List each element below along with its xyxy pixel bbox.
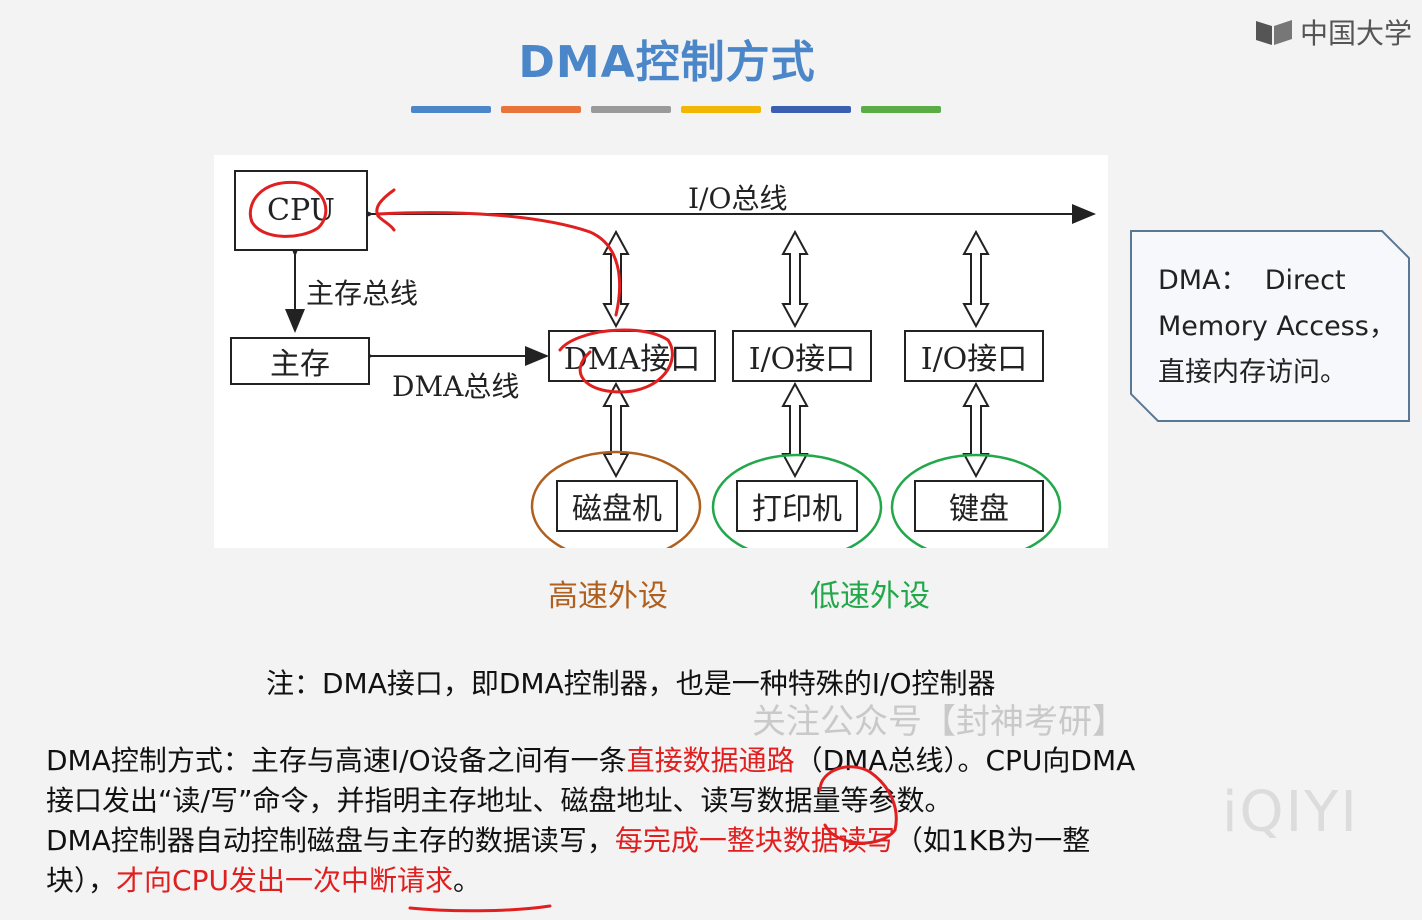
high-speed-ellipse xyxy=(530,450,702,548)
memory-bus-label: 主存总线 xyxy=(306,277,419,310)
low-speed-ellipse-1 xyxy=(711,453,883,548)
high-speed-label: 高速外设 xyxy=(548,579,668,614)
dma-up-arrow xyxy=(602,229,630,329)
mooc-logo-icon xyxy=(1256,20,1292,45)
highlight-span: 每完成一整块数据读写 xyxy=(614,824,895,857)
accent-bars xyxy=(411,106,941,113)
accent-bar xyxy=(681,106,761,113)
slide-title: DMA控制方式 xyxy=(518,37,816,88)
low-speed-label: 低速外设 xyxy=(810,579,930,614)
iqiyi-watermark: iQIYI xyxy=(1222,780,1359,845)
dma-interface-box: DMA接口 xyxy=(548,330,716,382)
text-span: （DMA总线）。CPU向DMA xyxy=(794,744,1136,777)
callout-line-3: 直接内存访问。 xyxy=(1158,357,1347,388)
diagram-lines xyxy=(285,204,1096,548)
paragraph-line-1: DMA控制方式：主存与高速I/O设备之间有一条直接数据通路（DMA总线）。CPU… xyxy=(46,741,1336,781)
keyboard-box: 键盘 xyxy=(914,480,1044,532)
text-span: （如1KB为一整 xyxy=(894,824,1091,857)
cpu-box: CPU xyxy=(234,170,368,251)
text-span: DMA控制器自动控制磁盘与主存的数据读写， xyxy=(46,824,615,857)
text-span: 接口发出“读/写”命令，并指明主存地址、磁盘地址、读写数据量等参数。 xyxy=(46,784,953,817)
accent-bar xyxy=(591,106,671,113)
io-bus-label: I/O总线 xyxy=(688,182,788,215)
accent-bar xyxy=(501,106,581,113)
paragraph-line-4: 块），才向CPU发出一次中断请求。 xyxy=(46,861,1336,901)
text-span: 。 xyxy=(452,864,481,897)
underline-stroke xyxy=(408,904,552,913)
paragraph-line-2: 接口发出“读/写”命令，并指明主存地址、磁盘地址、读写数据量等参数。 xyxy=(46,781,1336,821)
accent-bar xyxy=(861,106,941,113)
highlight-span: 才向CPU发出一次中断请求 xyxy=(116,864,453,897)
accent-bar xyxy=(411,106,491,113)
paragraph-line-3: DMA控制器自动控制磁盘与主存的数据读写，每完成一整块数据读写（如1KB为一整 xyxy=(46,821,1336,861)
callout-line-1: DMA： Direct xyxy=(1158,265,1346,296)
io-interface-box-1: I/O接口 xyxy=(732,330,872,382)
note-text: 注：DMA接口，即DMA控制器，也是一种特殊的I/O控制器 xyxy=(266,667,996,700)
io2-up-arrow xyxy=(962,229,990,329)
memory-box: 主存 xyxy=(230,337,370,385)
text-span: DMA控制方式：主存与高速I/O设备之间有一条 xyxy=(46,744,627,777)
callout-shape xyxy=(1130,230,1410,422)
highlight-span: 直接数据通路 xyxy=(626,744,795,777)
text-span: 块）， xyxy=(46,864,117,897)
disk-box: 磁盘机 xyxy=(556,480,678,532)
description-paragraph: DMA控制方式：主存与高速I/O设备之间有一条直接数据通路（DMA总线）。CPU… xyxy=(46,741,1336,901)
brand-name: 中国大学 xyxy=(1300,17,1413,50)
io-interface-box-2: I/O接口 xyxy=(904,330,1044,382)
brand: 中国大学 xyxy=(1254,12,1412,52)
dma-diagram: CPU 主存 DMA接口 I/O接口 I/O接口 磁盘机 打印机 键盘 I/O总… xyxy=(214,155,1108,548)
dma-bus-label: DMA总线 xyxy=(392,370,520,403)
low-speed-ellipse-2 xyxy=(890,453,1062,548)
io1-up-arrow xyxy=(781,229,809,329)
watermark-text: 关注公众号【封神考研】 xyxy=(752,702,1126,742)
printer-box: 打印机 xyxy=(736,480,858,532)
dma-callout: DMA： Direct Memory Access， 直接内存访问。 xyxy=(1130,230,1410,422)
io1-down-arrow xyxy=(781,381,809,479)
callout-line-2: Memory Access， xyxy=(1158,311,1396,342)
dma-down-arrow xyxy=(602,381,630,479)
io2-down-arrow xyxy=(962,381,990,479)
accent-bar xyxy=(771,106,851,113)
